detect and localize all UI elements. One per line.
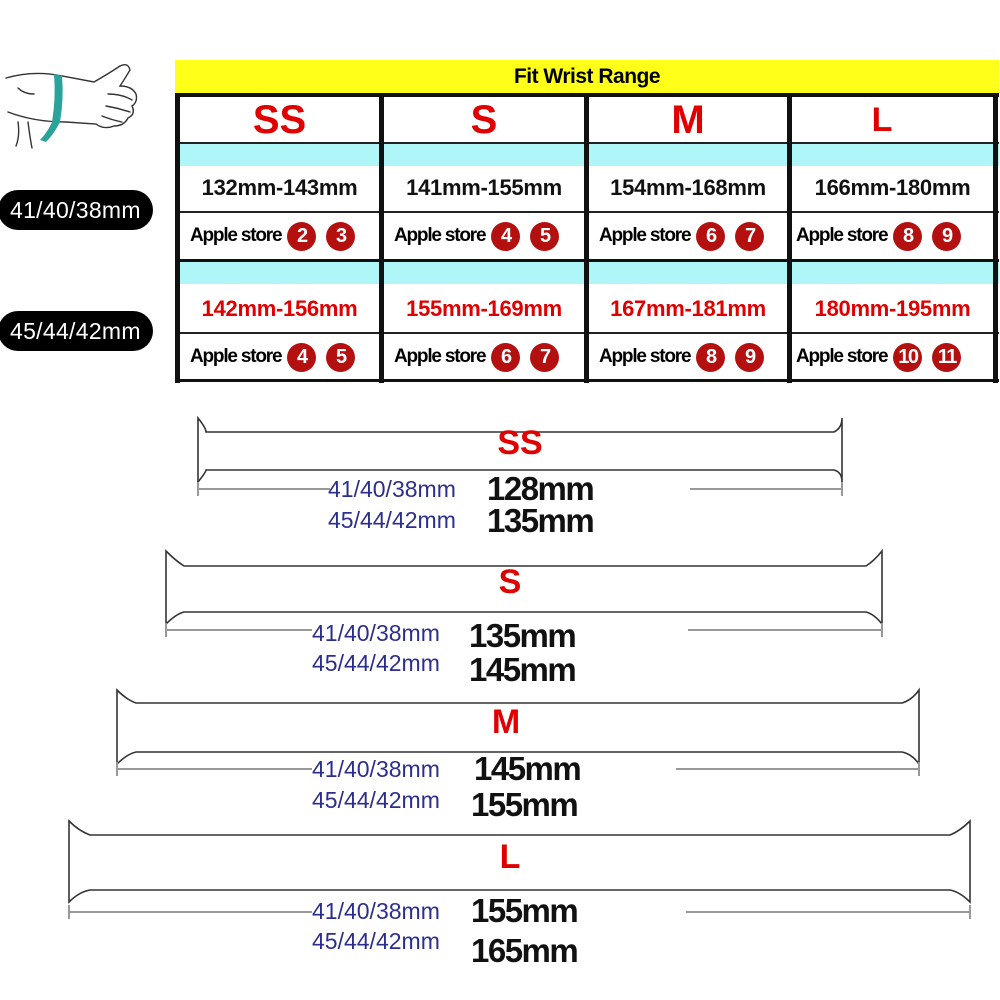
table-border [993, 93, 998, 383]
band-case-size: 41/40/38mm [312, 898, 440, 924]
apple-store-sizes: Apple store 10 11 [792, 334, 993, 380]
wrist-range: 155mm-169mm [406, 296, 562, 321]
band-length: 155mm [471, 786, 579, 823]
table-border [787, 93, 792, 383]
store-size-badge: 8 [893, 221, 923, 251]
table-header: Fit Wrist Range [175, 60, 999, 93]
apple-store-sizes: Apple store 8 9 [589, 334, 787, 380]
band-size-l: L [499, 838, 521, 876]
band-length: 155mm [471, 892, 579, 929]
band-case-size: 41/40/38mm [312, 620, 440, 646]
store-label: Apple store [796, 346, 889, 367]
store-size-badge: 8 [696, 342, 726, 372]
store-label: Apple store [599, 225, 692, 246]
store-label: Apple store [796, 225, 889, 246]
store-size-badge: 7 [530, 342, 560, 372]
band-case-size: 45/44/42mm [328, 507, 456, 533]
wrist-range: 167mm-181mm [610, 296, 766, 321]
store-size-badge: 2 [287, 221, 317, 251]
store-size-badge: 7 [735, 221, 765, 251]
wrist-range: 142mm-156mm [201, 296, 358, 321]
store-size-badge: 5 [530, 221, 560, 251]
band-case-size: 41/40/38mm [328, 476, 456, 502]
store-label: Apple store [394, 225, 487, 246]
band-case-size: 45/44/42mm [312, 650, 440, 676]
store-size-badge: 10 [893, 342, 923, 372]
store-label: Apple store [394, 346, 487, 367]
store-size-badge: 3 [326, 221, 356, 251]
table-title: Fit Wrist Range [513, 65, 661, 88]
wrist-range: 180mm-195mm [814, 296, 971, 321]
wrist-measure-icon [5, 63, 138, 149]
store-size-badge: 9 [932, 221, 962, 251]
table-border [584, 93, 589, 383]
band-case-size: 41/40/38mm [312, 756, 440, 782]
store-size-badge: 6 [696, 221, 726, 251]
band-length: 135mm [487, 502, 595, 539]
apple-store-sizes: Apple store 6 7 [384, 334, 584, 380]
wrist-range: 166mm-180mm [814, 175, 971, 200]
band-length: 145mm [474, 750, 582, 787]
wrist-range: 141mm-155mm [406, 175, 562, 200]
wrist-range: 132mm-143mm [201, 175, 358, 200]
band-outline-l [68, 819, 971, 904]
band-length: 135mm [469, 617, 577, 654]
store-size-badge: 11 [932, 342, 962, 372]
apple-store-sizes: Apple store 8 9 [792, 213, 993, 259]
size-header-l: L [871, 101, 893, 139]
apple-store-sizes: Apple store 2 3 [180, 213, 379, 259]
store-label: Apple store [190, 225, 283, 246]
case-size-label: 41/40/38mm [0, 190, 153, 230]
band-size-ss: SS [497, 424, 543, 462]
size-header-s: S [470, 98, 498, 142]
size-header-m: M [671, 98, 705, 142]
store-size-badge: 4 [287, 342, 317, 372]
table-border [379, 93, 384, 383]
band-size-s: S [498, 563, 522, 601]
wrist-range: 154mm-168mm [610, 175, 766, 200]
apple-store-sizes: Apple store 4 5 [384, 213, 584, 259]
band-length: 145mm [469, 651, 577, 688]
table-border [175, 93, 180, 383]
store-size-badge: 9 [735, 342, 765, 372]
band-case-size: 45/44/42mm [312, 787, 440, 813]
store-label: Apple store [599, 346, 692, 367]
band-length: 128mm [487, 470, 595, 507]
band-size-m: M [491, 703, 521, 741]
store-size-badge: 6 [491, 342, 521, 372]
apple-store-sizes: Apple store 6 7 [589, 213, 787, 259]
store-size-badge: 5 [326, 342, 356, 372]
apple-store-sizes: Apple store 4 5 [180, 334, 379, 380]
band-case-size: 45/44/42mm [312, 928, 440, 954]
size-header-ss: SS [252, 98, 307, 142]
band-length: 165mm [471, 932, 579, 969]
store-label: Apple store [190, 346, 283, 367]
case-size-label: 45/44/42mm [0, 311, 153, 351]
store-size-badge: 4 [491, 221, 521, 251]
